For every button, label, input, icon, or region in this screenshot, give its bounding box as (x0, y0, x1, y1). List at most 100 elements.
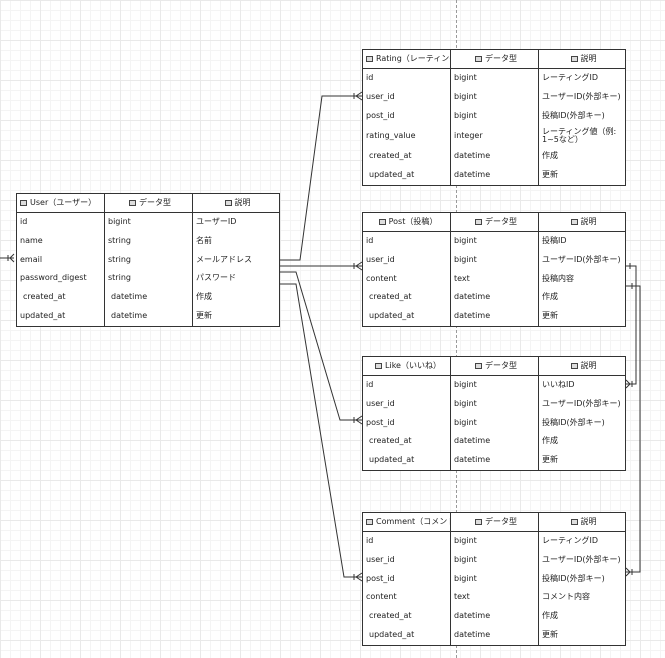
field-type: string (105, 231, 193, 251)
table-icon (129, 200, 136, 206)
header-desc: 説明 (539, 513, 625, 531)
crowfoot-marker (353, 415, 363, 425)
field-name: id (363, 232, 451, 251)
connector-user-like[interactable] (280, 271, 362, 421)
table-title: Post（投稿） (388, 216, 438, 226)
table-rating[interactable]: Rating（レーティング） データ型 説明 idbigintレーティングID … (362, 49, 626, 186)
table-title: User（ユーザー） (30, 197, 97, 207)
header-desc: 説明 (193, 194, 279, 212)
field-name: created_at (363, 607, 451, 626)
field-type: bigint (451, 532, 539, 551)
field-name: user_id (363, 87, 451, 107)
field-desc: いいねID (542, 380, 575, 389)
header-name: Post（投稿） (363, 213, 451, 231)
table-title: Rating（レーティング） (376, 53, 450, 63)
field-name: user_id (363, 550, 451, 570)
field-desc: 投稿ID(外部キー) (542, 573, 605, 583)
field-desc: 作成 (542, 436, 558, 446)
field-desc: ユーザーID(外部キー) (542, 91, 621, 101)
field-desc: 更新 (542, 311, 558, 321)
table-icon (366, 56, 373, 62)
table-header: User（ユーザー） データ型 説明 (17, 194, 279, 213)
header-desc: 説明 (539, 50, 625, 68)
field-desc: レーティングID (542, 73, 599, 82)
desc-header-label: 説明 (580, 216, 597, 226)
field-name: id (363, 376, 451, 395)
field-name: created_at (363, 432, 451, 452)
connector-post-like[interactable] (626, 265, 637, 385)
field-type: bigint (451, 232, 539, 251)
field-name: updated_at (363, 451, 451, 470)
connector-user-rating[interactable] (280, 95, 362, 261)
field-type: bigint (451, 569, 539, 589)
connector-user-comment[interactable] (280, 283, 362, 578)
field-name: updated_at (363, 166, 451, 185)
connector-post-comment[interactable] (626, 285, 641, 573)
type-header-label: データ型 (485, 360, 517, 370)
field-name: name (17, 231, 105, 251)
field-name: content (363, 588, 451, 608)
field-desc: 作成 (196, 292, 212, 302)
table-icon (475, 219, 482, 225)
type-header-label: データ型 (485, 53, 517, 63)
field-type: bigint (451, 250, 539, 270)
table-icon (570, 219, 578, 225)
field-desc: コメント内容 (542, 592, 590, 602)
field-desc: 名前 (196, 235, 212, 245)
type-header-label: データ型 (139, 197, 171, 207)
field-type: datetime (451, 288, 539, 308)
field-type: datetime (451, 166, 539, 185)
field-desc: ユーザーID(外部キー) (542, 254, 621, 264)
header-type: データ型 (105, 194, 193, 212)
crowfoot-marker (353, 261, 363, 271)
field-desc: レーティング値（例: 1~5など） (542, 126, 617, 145)
field-name: post_id (363, 413, 451, 433)
header-type: データ型 (451, 513, 539, 531)
field-name: updated_at (363, 307, 451, 326)
field-type: string (105, 269, 193, 289)
field-name: created_at (363, 147, 451, 167)
table-title: Comment（コメント） (376, 516, 450, 526)
field-desc: 更新 (196, 310, 212, 320)
type-header-label: データ型 (485, 516, 517, 526)
field-name: content (363, 269, 451, 289)
field-desc: 作成 (542, 611, 558, 621)
field-name: id (363, 532, 451, 551)
field-type: text (451, 588, 539, 608)
table-icon (378, 219, 386, 225)
desc-header-label: 説明 (580, 360, 597, 370)
